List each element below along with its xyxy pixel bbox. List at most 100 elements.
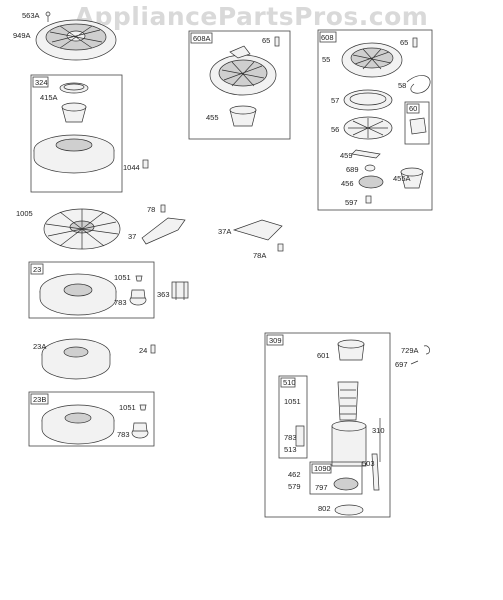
part-455A-cup[interactable]: [400, 167, 424, 189]
label-363: 363: [157, 290, 170, 299]
assembly-box-309: [264, 332, 391, 518]
part-23B-flywheel[interactable]: [41, 404, 115, 445]
label-563A: 563A: [22, 11, 40, 20]
part-1044-screw[interactable]: [142, 159, 149, 169]
part-324-hub[interactable]: [61, 102, 87, 123]
label-456: 456: [341, 179, 354, 188]
part-697-fastener[interactable]: [410, 360, 419, 365]
label-324: 324: [35, 78, 48, 87]
assembly-box-608A: [188, 30, 291, 140]
label-1044: 1044: [123, 163, 140, 172]
label-310: 310: [372, 426, 385, 435]
label-37A: 37A: [218, 227, 231, 236]
part-78A-screw[interactable]: [277, 243, 284, 252]
label-608A: 608A: [193, 34, 211, 43]
part-37-baffle[interactable]: [141, 217, 186, 245]
label-783-23: 783: [114, 298, 127, 307]
label-56: 56: [331, 125, 339, 134]
part-65-screw-608A[interactable]: [274, 36, 280, 47]
label-783-510: 783: [284, 433, 297, 442]
part-802-end-cap[interactable]: [334, 504, 364, 516]
label-65-608: 65: [400, 38, 408, 47]
part-55-starter-housing[interactable]: [341, 42, 403, 78]
label-78: 78: [147, 205, 155, 214]
part-949A-blower-housing[interactable]: [35, 19, 117, 61]
assembly-box-608: [317, 29, 433, 211]
part-503-strap[interactable]: [371, 453, 380, 491]
label-78A: 78A: [253, 251, 266, 260]
label-503: 503: [362, 459, 375, 468]
part-415A-ring[interactable]: [59, 82, 89, 94]
label-55: 55: [322, 55, 330, 64]
part-597-screw[interactable]: [365, 195, 372, 204]
part-689-spring[interactable]: [364, 164, 376, 172]
part-783-gear-23[interactable]: [129, 289, 147, 306]
label-1051-23: 1051: [114, 273, 131, 282]
label-455A: 455A: [393, 174, 411, 183]
part-58-rope[interactable]: [406, 75, 431, 94]
label-802: 802: [318, 504, 331, 513]
label-510: 510: [283, 378, 296, 387]
label-455: 455: [206, 113, 219, 122]
label-37: 37: [128, 232, 136, 241]
label-57: 57: [331, 96, 339, 105]
label-597: 597: [345, 198, 358, 207]
part-459-dog[interactable]: [351, 149, 381, 159]
assembly-box-23: [28, 261, 155, 319]
part-motor-housing[interactable]: [331, 420, 367, 467]
part-23-flywheel[interactable]: [39, 273, 117, 316]
label-24: 24: [139, 346, 147, 355]
part-1090-brush-plate[interactable]: [333, 477, 359, 491]
part-65-screw-608[interactable]: [412, 37, 418, 48]
part-601-drive-housing[interactable]: [337, 339, 365, 361]
part-1005-fan[interactable]: [43, 208, 121, 250]
label-65-608A: 65: [262, 36, 270, 45]
label-949A: 949A: [13, 31, 31, 40]
label-783-23B: 783: [117, 430, 130, 439]
label-459: 459: [340, 151, 353, 160]
part-60-handle[interactable]: [409, 117, 427, 135]
part-24-key[interactable]: [150, 344, 156, 354]
label-58: 58: [398, 81, 406, 90]
part-1051-key-23B[interactable]: [139, 404, 147, 411]
label-729A: 729A: [401, 346, 419, 355]
label-689: 689: [346, 165, 359, 174]
label-23A: 23A: [33, 342, 46, 351]
assembly-box-23B: [28, 391, 155, 447]
assembly-box-1090: [309, 461, 363, 495]
label-797: 797: [315, 483, 328, 492]
part-37A-baffle[interactable]: [232, 219, 283, 241]
label-23: 23: [33, 265, 41, 274]
part-455-cup[interactable]: [229, 105, 257, 127]
part-56-pulley[interactable]: [343, 116, 393, 140]
assembly-box-510: [278, 375, 308, 459]
part-729A-clip[interactable]: [423, 345, 430, 355]
label-1090: 1090: [314, 464, 331, 473]
assembly-box-60: [404, 101, 430, 145]
label-415A: 415A: [40, 93, 58, 102]
part-armature[interactable]: [337, 381, 359, 421]
label-608: 608: [321, 33, 334, 42]
label-513: 513: [284, 445, 297, 454]
label-579: 579: [288, 482, 301, 491]
label-23B: 23B: [33, 395, 46, 404]
part-23A-flywheel[interactable]: [41, 338, 111, 380]
part-456-retainer[interactable]: [358, 175, 384, 189]
part-783-gear-510[interactable]: [295, 425, 305, 447]
label-1005: 1005: [16, 209, 33, 218]
assembly-box-324: [30, 74, 123, 193]
part-363-bracket[interactable]: [171, 281, 189, 300]
part-324-rotating-screen[interactable]: [33, 134, 115, 174]
label-1051-510: 1051: [284, 397, 301, 406]
part-563A-screw[interactable]: [45, 11, 51, 22]
label-601: 601: [317, 351, 330, 360]
label-697: 697: [395, 360, 408, 369]
label-309: 309: [269, 336, 282, 345]
label-462: 462: [288, 470, 301, 479]
part-1051-key-23[interactable]: [135, 275, 143, 282]
part-783-gear-23B[interactable]: [131, 422, 149, 439]
part-57-spring[interactable]: [343, 89, 393, 111]
part-608A-starter-housing[interactable]: [209, 45, 277, 96]
part-78-screw[interactable]: [160, 204, 166, 213]
